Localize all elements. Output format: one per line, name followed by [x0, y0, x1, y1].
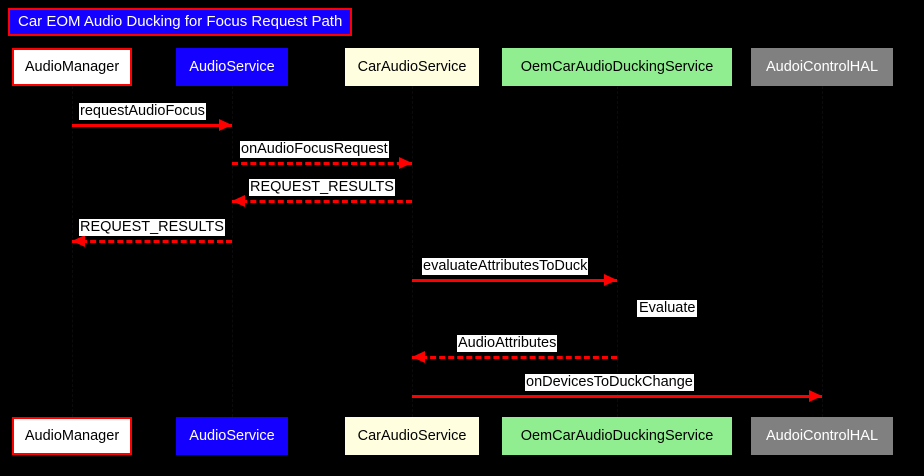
participant-bottom-audioservice[interactable]: AudioService [176, 417, 288, 455]
diagram-title: Car EOM Audio Ducking for Focus Request … [8, 8, 353, 36]
message-line [232, 162, 412, 165]
lifeline-oemcaraudioduckingservice [617, 86, 619, 417]
message-line [72, 124, 232, 127]
participant-label: OemCarAudioDuckingService [520, 59, 714, 75]
participant-label: AudioManager [24, 428, 120, 444]
arrowhead-icon [604, 274, 617, 286]
participant-label: OemCarAudioDuckingService [520, 428, 714, 444]
note-label: Evaluate [637, 300, 698, 317]
arrowhead-icon [72, 235, 85, 247]
participant-label: AudoiControlHAL [765, 59, 879, 75]
message-line [412, 356, 617, 359]
arrowhead-icon [412, 351, 425, 363]
participant-bottom-oemcaraudioduckingservice[interactable]: OemCarAudioDuckingService [502, 417, 732, 455]
participant-top-audoicontrolhal[interactable]: AudoiControlHAL [751, 48, 893, 86]
message-label: REQUEST_RESULTS [79, 219, 225, 236]
arrowhead-icon [399, 157, 412, 169]
message-label: onAudioFocusRequest [240, 141, 389, 158]
message-line [72, 240, 232, 243]
message-line [412, 279, 617, 282]
message-line [232, 200, 412, 203]
participant-bottom-audiomanager[interactable]: AudioManager [12, 417, 132, 455]
message-label: AudioAttributes [457, 335, 558, 352]
arrowhead-icon [219, 119, 232, 131]
message-line [412, 395, 822, 398]
participant-top-audioservice[interactable]: AudioService [176, 48, 288, 86]
message-label: evaluateAttributesToDuck [422, 258, 589, 275]
participant-top-caraudioservice[interactable]: CarAudioService [345, 48, 479, 86]
participant-top-audiomanager[interactable]: AudioManager [12, 48, 132, 86]
message-label: requestAudioFocus [79, 103, 206, 120]
participant-label: CarAudioService [357, 59, 467, 75]
participant-label: AudioManager [24, 59, 120, 75]
participant-label: AudioService [189, 428, 275, 444]
participant-bottom-audoicontrolhal[interactable]: AudoiControlHAL [751, 417, 893, 455]
message-label: REQUEST_RESULTS [249, 179, 395, 196]
arrowhead-icon [809, 390, 822, 402]
lifeline-audioservice [232, 86, 234, 417]
diagram-title-text: Car EOM Audio Ducking for Focus Request … [18, 12, 343, 30]
participant-bottom-caraudioservice[interactable]: CarAudioService [345, 417, 479, 455]
arrowhead-icon [232, 195, 245, 207]
participant-label: CarAudioService [357, 428, 467, 444]
lifeline-audoicontrolhal [822, 86, 824, 417]
message-label: onDevicesToDuckChange [525, 374, 694, 391]
participant-label: AudoiControlHAL [765, 428, 879, 444]
participant-label: AudioService [189, 59, 275, 75]
participant-top-oemcaraudioduckingservice[interactable]: OemCarAudioDuckingService [502, 48, 732, 86]
lifeline-audiomanager [72, 86, 74, 417]
lifeline-caraudioservice [412, 86, 414, 417]
